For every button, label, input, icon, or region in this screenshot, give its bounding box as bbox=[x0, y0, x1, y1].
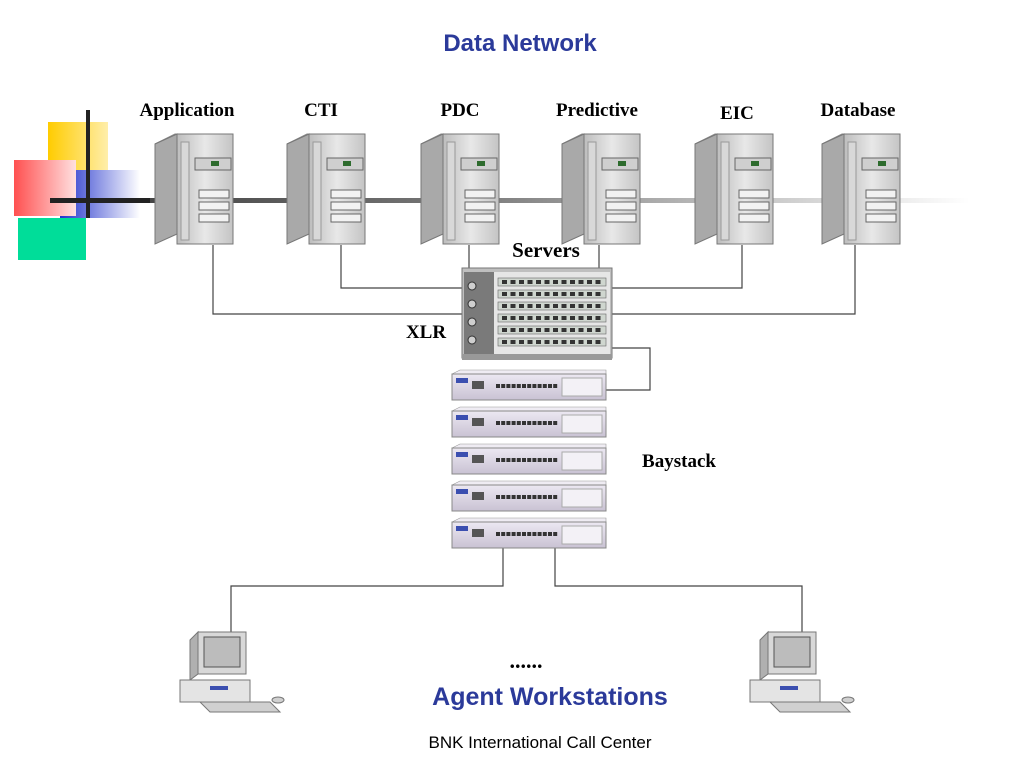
deco-horizontal-bar bbox=[50, 198, 150, 203]
baystack-switch bbox=[451, 517, 607, 549]
baystack-label: Baystack bbox=[642, 451, 716, 472]
deco-vertical-bar bbox=[86, 110, 90, 218]
server-label-cti: CTI bbox=[304, 100, 338, 121]
baystack-switch bbox=[451, 369, 607, 401]
baystack-switch bbox=[451, 480, 607, 512]
server-icon-eic bbox=[694, 133, 774, 245]
agent-workstations-label: Agent Workstations bbox=[432, 683, 668, 711]
server-label-predictive: Predictive bbox=[556, 100, 638, 121]
server-label-application: Application bbox=[139, 100, 235, 121]
server-bus-line bbox=[40, 198, 970, 203]
footer-text: BNK International Call Center bbox=[428, 733, 652, 752]
server-label-eic: EIC bbox=[720, 103, 754, 124]
baystack-switch bbox=[451, 406, 607, 438]
workstation-icon bbox=[749, 630, 855, 713]
deco-green-square bbox=[18, 218, 86, 260]
servers-caption: Servers bbox=[512, 238, 580, 262]
baystack-switch bbox=[451, 443, 607, 475]
slide-title: Data Network bbox=[443, 30, 597, 57]
server-icon-pdc bbox=[420, 133, 500, 245]
xlr-chassis bbox=[461, 267, 613, 360]
network-connections bbox=[212, 245, 856, 632]
xlr-module bbox=[497, 325, 607, 335]
xlr-module bbox=[497, 337, 607, 347]
server-label-pdc: PDC bbox=[440, 100, 480, 121]
server-label-database: Database bbox=[820, 100, 896, 121]
xlr-module bbox=[497, 277, 607, 287]
xlr-module bbox=[497, 301, 607, 311]
server-icon-application bbox=[154, 133, 234, 245]
deco-red-square bbox=[14, 160, 76, 216]
xlr-module bbox=[497, 289, 607, 299]
server-icon-database bbox=[821, 133, 901, 245]
server-icon-cti bbox=[286, 133, 366, 245]
server-icon-predictive bbox=[561, 133, 641, 245]
xlr-label: XLR bbox=[405, 322, 447, 343]
ellipsis: ...... bbox=[509, 648, 543, 673]
workstation-icon bbox=[179, 630, 285, 713]
xlr-module bbox=[497, 313, 607, 323]
